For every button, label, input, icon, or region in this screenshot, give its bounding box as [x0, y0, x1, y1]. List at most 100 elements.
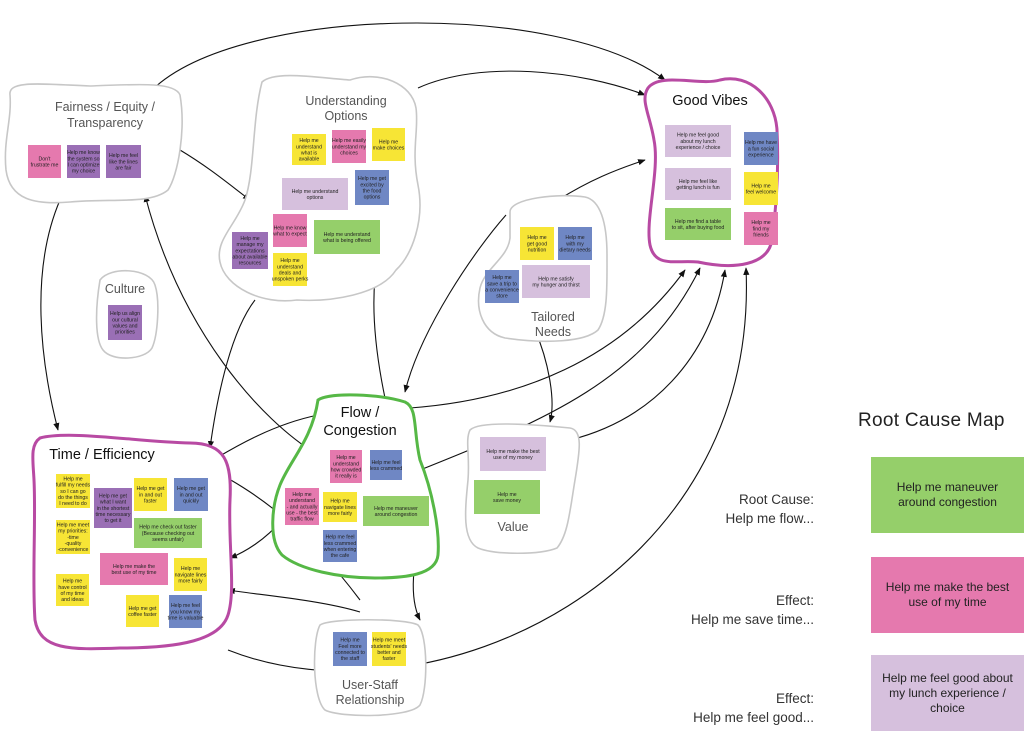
sticky-note-text: Help me get: [177, 486, 206, 492]
sticky-note-text: traffic flow: [290, 517, 314, 523]
sticky-note-text: Help me understand: [324, 232, 371, 238]
sticky-note-text: with my: [566, 241, 584, 247]
sticky-note-text: like the lines: [109, 159, 138, 165]
legend-label-line: Effect:: [775, 593, 814, 608]
sticky-note-text: frustrate me: [31, 162, 59, 168]
sticky-note-text: getting lunch is fun: [676, 185, 719, 191]
sticky-note-text: understand my: [332, 144, 367, 150]
sticky-note-text: Help me: [280, 258, 299, 264]
connector-arrow: [40, 199, 61, 431]
cluster-title-flow: Congestion: [323, 423, 396, 439]
sticky-note-text: my choice: [72, 168, 95, 174]
cluster-title-time: Time / Efficiency: [49, 447, 155, 463]
sticky-note-text: priorities: [115, 329, 135, 335]
sticky-note-text: friends: [753, 232, 769, 238]
sticky-note-text: understand: [289, 498, 315, 504]
sticky-note-text: the system so: [67, 156, 99, 162]
sticky-note-text: what I want: [100, 500, 127, 506]
sticky-note-text: Help me get: [99, 494, 128, 500]
sticky-note-text: Help me make the best: [486, 449, 540, 455]
connector-arrow: [417, 70, 646, 96]
sticky-note-text: when entering: [324, 547, 357, 553]
sticky-note-text: unspoken perks: [272, 276, 309, 282]
sticky-note-text: I can optimize: [67, 162, 99, 168]
sticky-note-text: in and out: [180, 492, 203, 498]
sticky-note-text: of my time: [61, 591, 85, 597]
sticky-note-text: Help me understand: [292, 189, 339, 195]
sticky-note-text: have control: [58, 585, 86, 591]
sticky-note-text: Help me easily: [332, 138, 366, 144]
sticky-note-text: more fairly: [178, 578, 203, 584]
sticky-note-text: faster: [383, 656, 396, 662]
sticky-note-text: Help me get: [129, 606, 158, 612]
sticky-note-text: a convenience: [485, 287, 519, 293]
sticky-note-text: Help me: [379, 139, 398, 145]
sticky-note-text: about my lunch: [680, 139, 715, 145]
cluster-title-user-staff: User-Staff: [342, 678, 399, 692]
sticky-note-text: Help me: [240, 236, 259, 242]
sticky-note-text: a fun social: [748, 146, 774, 152]
sticky-note-text: you know my: [170, 609, 201, 615]
sticky-note-text: understand: [333, 461, 359, 467]
legend-label-line: Help me save time...: [690, 612, 814, 627]
connector-arrow: [371, 277, 386, 399]
sticky-note-text: faster: [144, 498, 157, 504]
sticky-note-text: less crammed: [324, 541, 356, 547]
sticky-note-text: are fair: [115, 165, 131, 171]
sticky-note-text: time necessary: [96, 512, 131, 518]
cluster-title-tailored: Tailored: [531, 310, 575, 324]
sticky-note-text: - and actually: [287, 504, 318, 510]
sticky-note-text: experience: [748, 152, 773, 158]
sticky-note-text: Help me: [751, 220, 770, 226]
sticky-note-text: Help me check out faster: [139, 525, 197, 531]
sticky-note-text: expectations: [235, 248, 265, 254]
sticky-note-text: in the shortest: [97, 506, 130, 512]
cluster-title-understanding: Understanding: [305, 94, 386, 108]
connector-arrow: [409, 269, 686, 409]
legend-swatch-effect-feel-good: Help me feel good about my lunch experie…: [871, 655, 1024, 731]
sticky-note-text: best use of my time: [112, 570, 157, 576]
sticky-note-text: what is being offered: [323, 238, 371, 244]
sticky-note-text: understand: [296, 144, 322, 150]
sticky-note-text: Help me feel: [171, 603, 200, 609]
sticky-note-text: options: [364, 194, 381, 200]
sticky-note-text: Help me get: [137, 486, 166, 492]
cluster-title-understanding: Options: [324, 109, 367, 123]
sticky-note-text: our cultural: [112, 317, 138, 323]
sticky-note-text: it really is: [335, 473, 357, 479]
sticky-note-text: my hunger and thirst: [532, 282, 580, 288]
sticky-note-text: save money: [493, 498, 521, 504]
sticky-note-text: Help us align: [110, 311, 140, 317]
sticky-note-text: what is: [301, 150, 318, 156]
sticky-note-text: available: [299, 156, 320, 162]
sticky-note-text: Feel more: [338, 644, 361, 650]
connector-arrow: [557, 159, 646, 201]
cluster-title-layer: Fairness / Equity /TransparencyUnderstan…: [49, 93, 748, 707]
sticky-note-text: Help me maneuver: [374, 506, 418, 512]
legend-swatch-effect-time: Help me make the best use of my time: [871, 557, 1024, 633]
sticky-note-text: about available: [233, 254, 268, 260]
sticky-note-text: better and: [377, 650, 400, 656]
legend-label-line: Help me feel good...: [693, 710, 814, 725]
sticky-note-text: connected to: [335, 650, 365, 656]
legend-label-root-cause: Root Cause: Help me flow...: [725, 490, 814, 528]
sticky-note-text: seems unfair): [152, 537, 184, 543]
legend-title: Root Cause Map: [858, 410, 1005, 431]
sticky-note-text: students' needs: [371, 644, 408, 650]
